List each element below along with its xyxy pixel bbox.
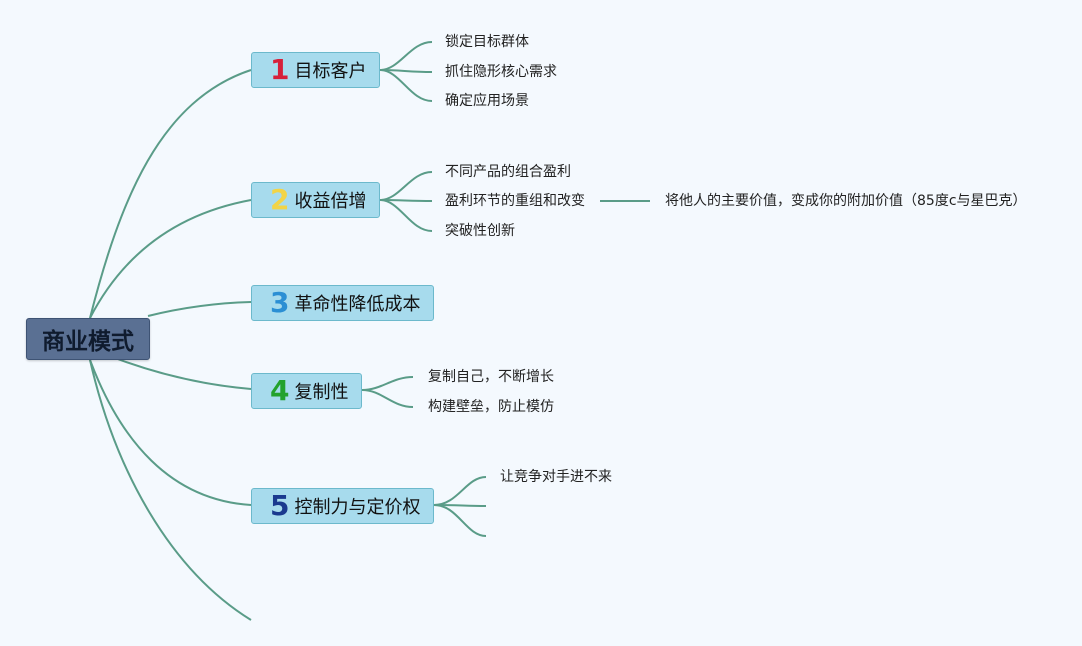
link-b2-c3 — [379, 199, 433, 232]
branch-label-2: 收益倍增 — [294, 191, 367, 212]
branch-node-3[interactable]: 3 革命性降低成本 — [251, 285, 434, 321]
link-root-branch-1 — [89, 69, 252, 319]
link-b5-c3 — [433, 504, 487, 537]
link-b4-c1 — [361, 376, 414, 391]
leaf-b1-1[interactable]: 锁定目标群体 — [445, 34, 529, 50]
link-root-branch-5 — [89, 359, 252, 506]
link-root-branch-2 — [89, 199, 252, 319]
link-b5-c1 — [433, 476, 487, 506]
leaf-b1-3[interactable]: 确定应用场景 — [445, 93, 529, 109]
leaf-b2-1[interactable]: 不同产品的组合盈利 — [445, 164, 571, 180]
link-b1-c3 — [379, 69, 433, 102]
branch-node-4[interactable]: 4 复制性 — [251, 373, 362, 409]
branch-node-1[interactable]: 1 目标客户 — [251, 52, 380, 88]
link-b2-c1 — [379, 171, 433, 201]
branch-label-3: 革命性降低成本 — [294, 294, 421, 315]
link-b1-c1 — [379, 41, 433, 71]
link-b4-c2 — [361, 389, 414, 408]
leaf-b4-2[interactable]: 构建壁垒，防止模仿 — [428, 399, 554, 415]
branch-number-4: 4 — [270, 374, 290, 407]
link-root-branch-3 — [147, 301, 252, 317]
leaf-b4-1[interactable]: 复制自己，不断增长 — [428, 369, 554, 385]
branch-number-1: 1 — [270, 53, 290, 86]
branch-node-2[interactable]: 2 收益倍增 — [251, 182, 380, 218]
leaf-b2-2-child[interactable]: 将他人的主要价值，变成你的附加价值（85度c与星巴克） — [665, 193, 1027, 209]
branch-label-1: 目标客户 — [294, 61, 367, 82]
link-root-branch-4 — [114, 357, 252, 390]
branch-label-4: 复制性 — [294, 382, 349, 403]
leaf-b2-2[interactable]: 盈利环节的重组和改变 — [445, 193, 585, 209]
root-label: 商业模式 — [42, 329, 134, 355]
branch-number-5: 5 — [270, 489, 290, 522]
root-node[interactable]: 商业模式 — [26, 318, 150, 360]
link-root-extra — [89, 359, 252, 621]
branch-number-3: 3 — [270, 286, 290, 319]
branch-number-2: 2 — [270, 183, 290, 216]
leaf-b5-1[interactable]: 让竞争对手进不来 — [500, 469, 612, 485]
branch-node-5[interactable]: 5 控制力与定价权 — [251, 488, 434, 524]
leaf-b1-2[interactable]: 抓住隐形核心需求 — [445, 64, 557, 80]
leaf-b2-3[interactable]: 突破性创新 — [445, 223, 515, 239]
branch-label-5: 控制力与定价权 — [294, 497, 421, 518]
